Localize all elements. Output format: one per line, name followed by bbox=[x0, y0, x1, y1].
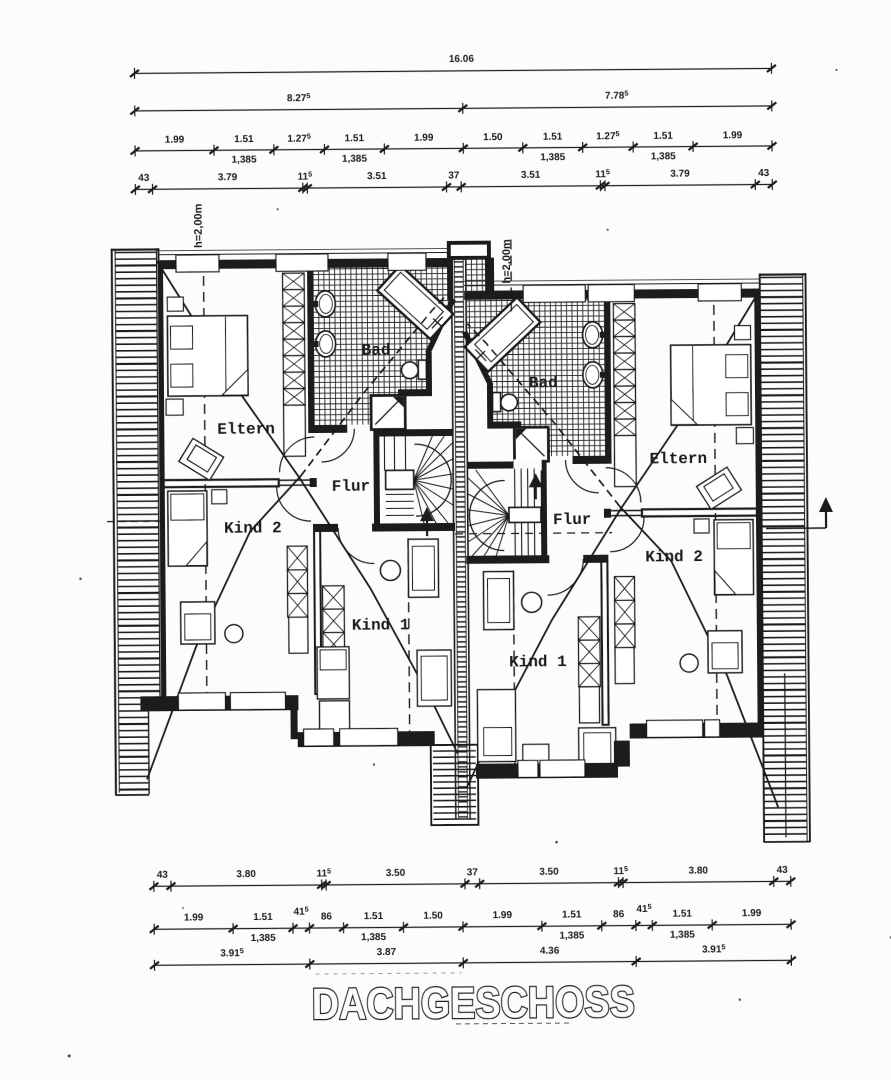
svg-text:37: 37 bbox=[448, 170, 460, 181]
svg-text:1.50: 1.50 bbox=[423, 911, 443, 922]
svg-text:3.51: 3.51 bbox=[521, 170, 541, 181]
svg-text:3.51: 3.51 bbox=[367, 171, 387, 182]
svg-text:43: 43 bbox=[157, 870, 169, 881]
svg-text:Eltern: Eltern bbox=[649, 450, 707, 468]
svg-text:1.99: 1.99 bbox=[414, 133, 434, 144]
svg-text:1.99: 1.99 bbox=[184, 912, 204, 923]
svg-text:DACHGESCHOSS: DACHGESCHOSS bbox=[312, 978, 635, 1030]
svg-text:Flur: Flur bbox=[332, 478, 371, 496]
svg-text:1.51: 1.51 bbox=[543, 132, 563, 143]
svg-text:1.51: 1.51 bbox=[672, 909, 692, 920]
svg-text:16.06: 16.06 bbox=[449, 54, 475, 65]
svg-text:Kind 2: Kind 2 bbox=[224, 519, 282, 537]
svg-text:3.79: 3.79 bbox=[218, 172, 238, 183]
svg-text:Flur: Flur bbox=[553, 511, 592, 529]
svg-text:1.99: 1.99 bbox=[723, 130, 743, 141]
svg-text:1.51: 1.51 bbox=[653, 131, 673, 142]
svg-text:Kind 1: Kind 1 bbox=[352, 616, 410, 634]
svg-text:86: 86 bbox=[613, 909, 625, 920]
svg-text:Bad: Bad bbox=[529, 374, 558, 392]
svg-text:43: 43 bbox=[777, 865, 789, 876]
svg-text:3.87: 3.87 bbox=[377, 947, 397, 958]
svg-text:1.50: 1.50 bbox=[483, 132, 503, 143]
svg-text:1.51: 1.51 bbox=[562, 909, 582, 920]
svg-text:3.50: 3.50 bbox=[386, 868, 406, 879]
svg-text:1.51: 1.51 bbox=[345, 133, 365, 144]
svg-text:3.79: 3.79 bbox=[670, 169, 690, 180]
svg-text:Eltern: Eltern bbox=[217, 420, 275, 438]
svg-text:1.275: 1.275 bbox=[596, 129, 620, 142]
svg-text:1.51: 1.51 bbox=[364, 911, 384, 922]
svg-text:1,385: 1,385 bbox=[651, 151, 677, 162]
svg-text:1.99: 1.99 bbox=[493, 910, 513, 921]
svg-text:Kind 1: Kind 1 bbox=[509, 653, 567, 671]
svg-text:1.99: 1.99 bbox=[742, 908, 762, 919]
svg-text:1,385: 1,385 bbox=[232, 154, 258, 165]
svg-text:1.99: 1.99 bbox=[165, 135, 185, 146]
svg-text:Bad: Bad bbox=[362, 341, 391, 359]
svg-text:7.785: 7.785 bbox=[605, 89, 629, 102]
svg-text:1.51: 1.51 bbox=[253, 912, 273, 923]
svg-text:1.51: 1.51 bbox=[234, 134, 254, 145]
svg-text:1,385: 1,385 bbox=[251, 933, 277, 944]
svg-text:1,385: 1,385 bbox=[342, 154, 368, 165]
svg-text:86: 86 bbox=[321, 911, 333, 922]
svg-text:3.80: 3.80 bbox=[688, 865, 708, 876]
svg-text:1.275: 1.275 bbox=[287, 132, 311, 145]
svg-text:3.80: 3.80 bbox=[236, 869, 256, 880]
svg-text:h=2,00m: h=2,00m bbox=[501, 239, 513, 284]
svg-text:3.915: 3.915 bbox=[702, 942, 726, 955]
svg-text:1,385: 1,385 bbox=[540, 152, 566, 163]
svg-text:8.275: 8.275 bbox=[287, 91, 311, 104]
svg-text:4.36: 4.36 bbox=[540, 946, 560, 957]
svg-text:1,385: 1,385 bbox=[559, 930, 585, 941]
svg-text:3.50: 3.50 bbox=[539, 867, 559, 878]
svg-text:1,385: 1,385 bbox=[670, 930, 696, 941]
svg-text:43: 43 bbox=[138, 173, 150, 184]
svg-text:1,385: 1,385 bbox=[361, 932, 387, 943]
svg-text:43: 43 bbox=[758, 168, 770, 179]
svg-text:Kind 2: Kind 2 bbox=[645, 548, 703, 566]
svg-text:3.915: 3.915 bbox=[220, 946, 244, 959]
svg-text:37: 37 bbox=[467, 867, 479, 878]
svg-text:h=2,00m: h=2,00m bbox=[193, 203, 205, 248]
